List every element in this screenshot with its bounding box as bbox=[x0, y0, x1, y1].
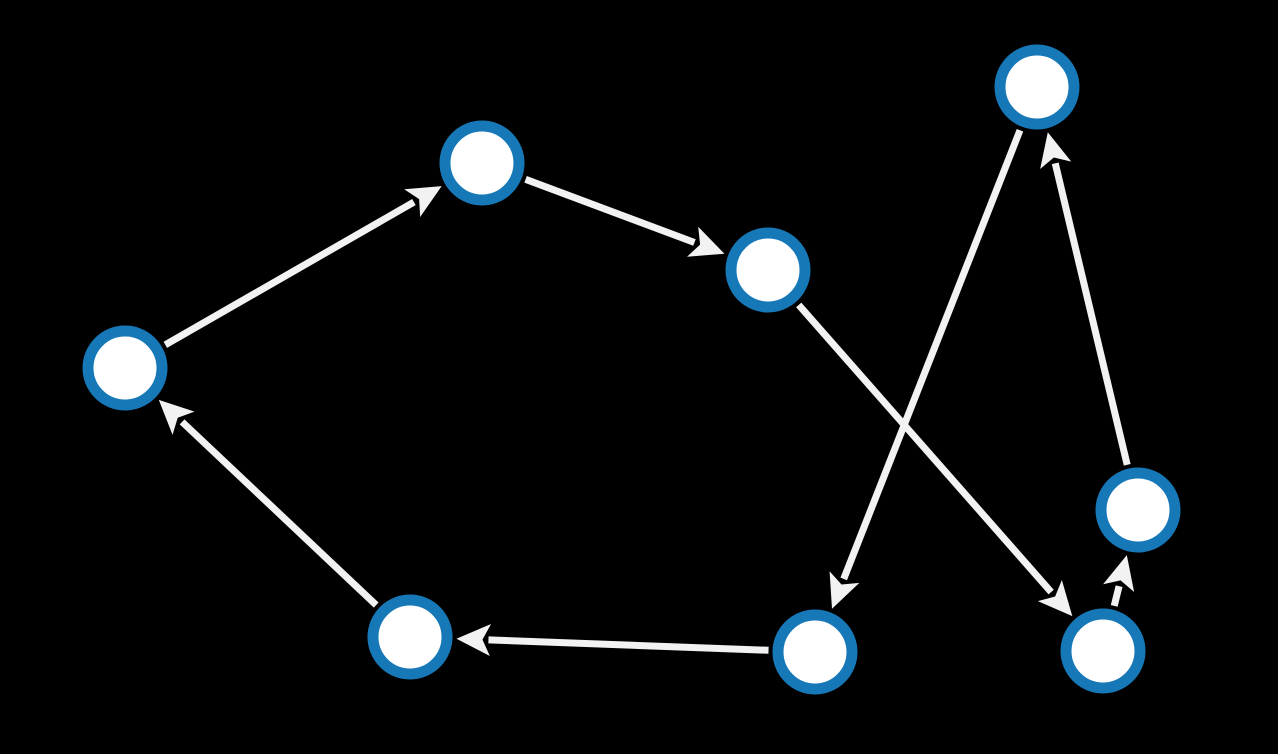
node-circle-icon bbox=[725, 227, 811, 313]
graph-arrowhead-n1-to-n2 bbox=[687, 226, 725, 257]
graph-edge-n3-to-n6[interactable] bbox=[840, 129, 1024, 581]
graph-node-n2[interactable] bbox=[725, 227, 811, 313]
graph-node-n0[interactable] bbox=[82, 325, 168, 411]
graph-arrowhead-n7-to-n0 bbox=[158, 399, 195, 435]
graph-edge-n1-to-n2[interactable] bbox=[524, 176, 696, 246]
node-circle-icon bbox=[82, 325, 168, 411]
node-circle-icon bbox=[772, 609, 858, 695]
node-circle-icon bbox=[439, 120, 525, 206]
graph-arrowhead-n0-to-n1 bbox=[404, 186, 442, 217]
graph-edge-n7-to-n0[interactable] bbox=[179, 419, 379, 608]
node-circle-icon bbox=[1095, 467, 1181, 553]
graph-node-n4[interactable] bbox=[1095, 467, 1181, 553]
graph-node-n1[interactable] bbox=[439, 120, 525, 206]
node-circle-icon bbox=[994, 44, 1080, 130]
graph-node-n7[interactable] bbox=[367, 594, 453, 680]
nodes-layer bbox=[82, 44, 1181, 695]
graph-arrowhead-n5-to-n4 bbox=[1103, 555, 1135, 592]
graph-arrowhead-n2-to-n5 bbox=[1037, 579, 1073, 617]
graph-arrowhead-n3-to-n6 bbox=[829, 571, 860, 609]
graph-edge-n2-to-n5[interactable] bbox=[796, 302, 1054, 595]
graph-arrowhead-n4-to-n3 bbox=[1040, 132, 1072, 170]
graph-edge-n6-to-n7[interactable] bbox=[488, 636, 769, 654]
graph-edge-n0-to-n1[interactable] bbox=[163, 199, 416, 348]
graph-node-n5[interactable] bbox=[1060, 608, 1146, 694]
node-circle-icon bbox=[367, 594, 453, 680]
graph-edge-n4-to-n3[interactable] bbox=[1051, 162, 1131, 466]
graph-edge-n5-to-n4[interactable] bbox=[1110, 585, 1123, 607]
graph-node-n3[interactable] bbox=[994, 44, 1080, 130]
graph-node-n6[interactable] bbox=[772, 609, 858, 695]
node-circle-icon bbox=[1060, 608, 1146, 694]
edges-layer bbox=[158, 129, 1135, 656]
graph-arrowhead-n6-to-n7 bbox=[456, 623, 492, 656]
